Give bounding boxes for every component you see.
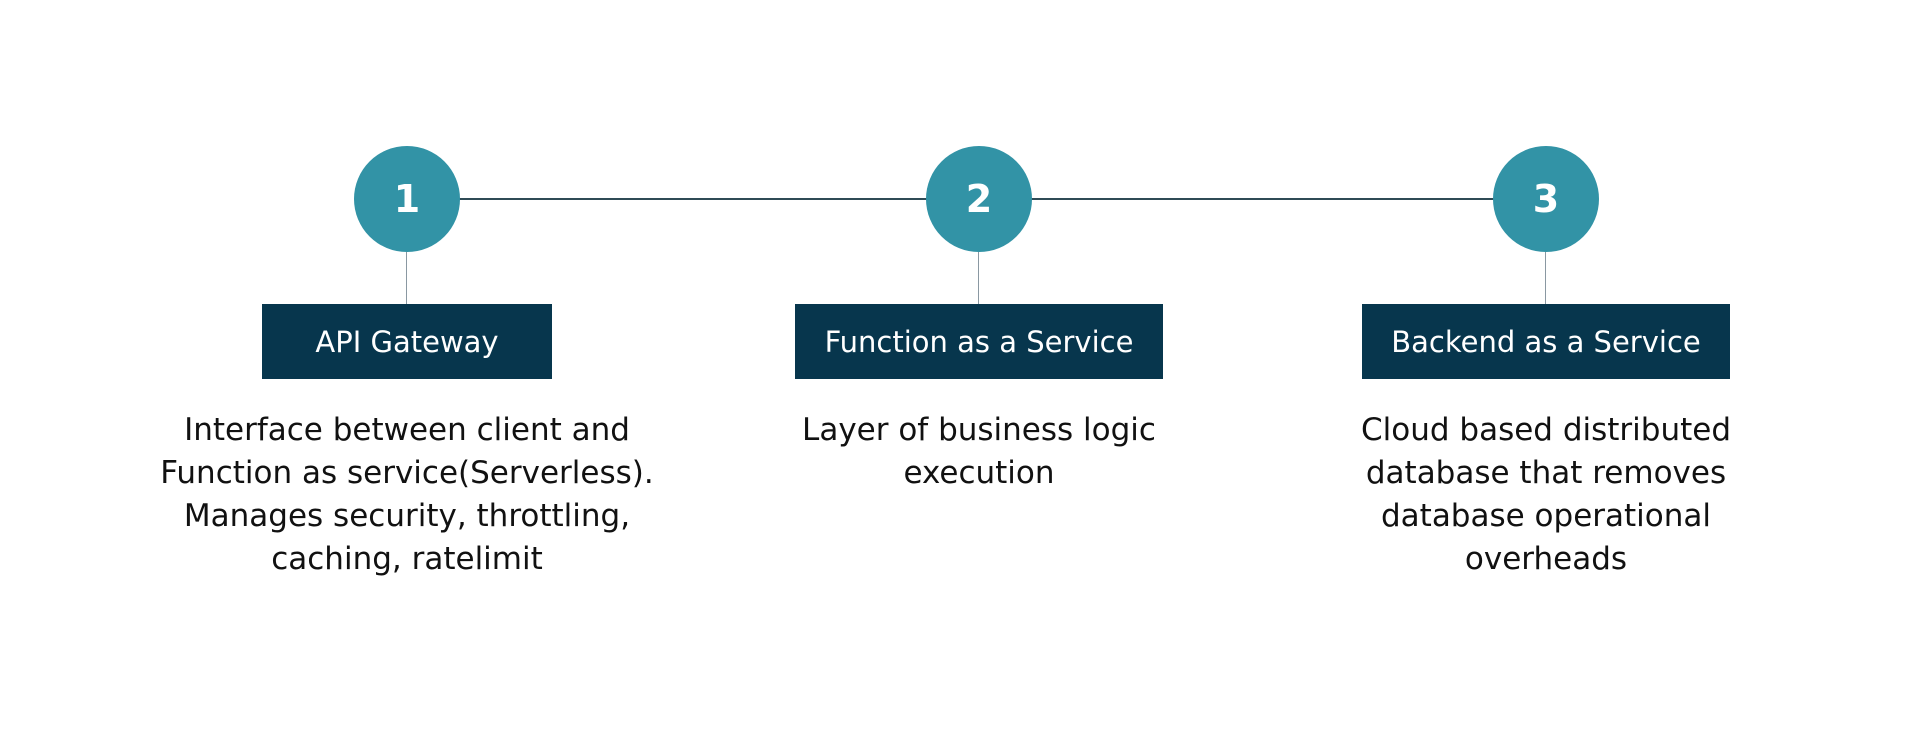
step-2-number-circle: 2 [926, 146, 1032, 252]
step-2-stem [978, 252, 979, 304]
step-1-description: Interface between client and Function as… [157, 409, 657, 581]
step-1-number-circle: 1 [354, 146, 460, 252]
step-3-title: Backend as a Service [1391, 324, 1701, 359]
step-3-title-box: Backend as a Service [1362, 304, 1730, 379]
step-3-description-line: database that removes [1365, 455, 1727, 491]
step-2-title: Function as a Service [824, 324, 1134, 359]
step-1-description-line: caching, ratelimit [271, 541, 543, 577]
step-1-stem [406, 252, 407, 304]
step-3-stem [1545, 252, 1546, 304]
step-1-title: API Gateway [315, 324, 499, 359]
step-1-description-line: Function as service(Serverless). [160, 455, 654, 491]
step-2-description: Layer of business logic execution [729, 409, 1229, 495]
step-3-description-line: Cloud based distributed [1360, 412, 1732, 448]
step-3-description-line: database operational [1380, 498, 1712, 534]
step-3-description: Cloud based distributed database that re… [1296, 409, 1796, 581]
step-2-description-line: execution [903, 455, 1055, 491]
step-2-title-box: Function as a Service [795, 304, 1163, 379]
step-3-number-circle: 3 [1493, 146, 1599, 252]
step-2-description-line: Layer of business logic [802, 412, 1156, 448]
step-1-description-line: Interface between client and [184, 412, 630, 448]
step-3-description-line: overheads [1464, 541, 1628, 577]
step-1-title-box: API Gateway [262, 304, 552, 379]
step-1-description-line: Manages security, throttling, [183, 498, 631, 534]
